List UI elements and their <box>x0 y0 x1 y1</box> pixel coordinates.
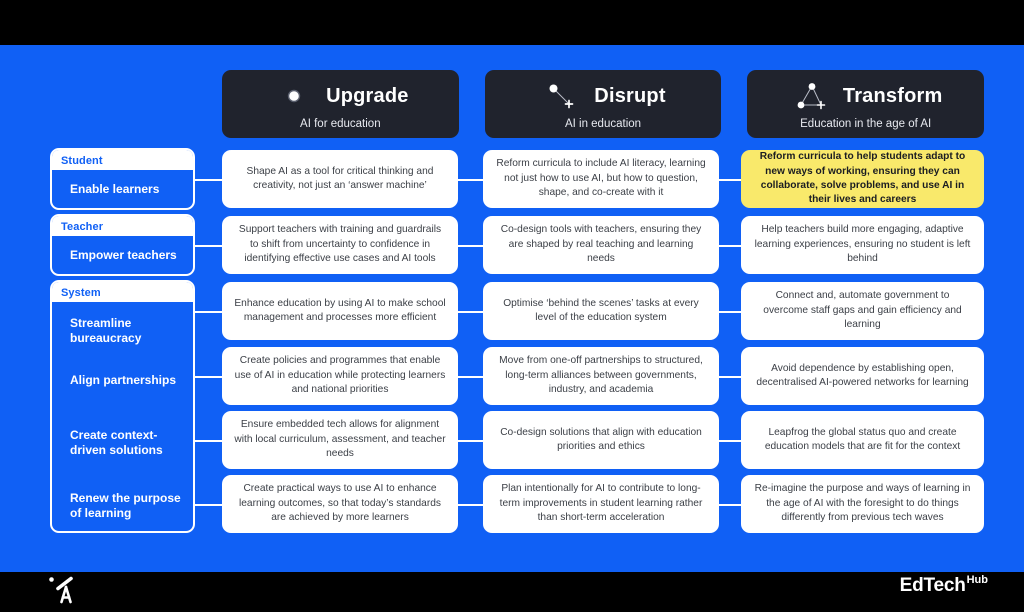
matrix-cell[interactable]: Connect and, automate government to over… <box>741 282 984 340</box>
header-transform-subtitle: Education in the age of AI <box>800 118 932 130</box>
matrix-cell[interactable]: Help teachers build more engaging, adapt… <box>741 216 984 274</box>
matrix-cell[interactable]: Optimise ‘behind the scenes’ tasks at ev… <box>483 282 719 340</box>
screenshot-root: Upgrade AI for education <box>0 45 1024 604</box>
header-upgrade-title: Upgrade <box>326 85 409 107</box>
matrix-cell-text: Plan intentionally for AI to contribute … <box>499 483 703 524</box>
connector-line <box>458 245 483 247</box>
matrix-cell-text: Create policies and programmes that enab… <box>234 355 446 396</box>
matrix-cell-text: Co-design tools with teachers, ensuring … <box>500 224 702 265</box>
matrix-cell-highlighted[interactable]: Reform curricula to help students adapt … <box>741 150 984 208</box>
matrix-cell-text: Support teachers with training and guard… <box>238 224 442 265</box>
matrix-cell[interactable]: Reform curricula to include AI literacy,… <box>483 150 719 208</box>
matrix-cell-text: Re-imagine the purpose and ways of learn… <box>754 483 971 524</box>
matrix-cell[interactable]: Support teachers with training and guard… <box>222 216 458 274</box>
matrix-cell[interactable]: Plan intentionally for AI to contribute … <box>483 475 719 533</box>
connector-line <box>719 440 741 442</box>
row-label-streamline-bureaucracy: Streamline bureaucracy <box>70 316 142 345</box>
row-label-group-student[interactable]: Student Enable learners <box>50 148 195 210</box>
connector-line <box>195 311 222 313</box>
connector-line <box>458 440 483 442</box>
connector-line <box>458 311 483 313</box>
matrix-cell[interactable]: Shape AI as a tool for critical thinking… <box>222 150 458 208</box>
row-label-renew-the-purpose-of-learning: Renew the purpose of learning <box>70 491 181 520</box>
matrix-cell[interactable]: Create policies and programmes that enab… <box>222 347 458 405</box>
connector-line <box>195 440 222 442</box>
column-header-upgrade[interactable]: Upgrade AI for education <box>222 70 459 138</box>
column-header-transform[interactable]: Transform Education in the age of AI <box>747 70 985 138</box>
single-dot-icon <box>272 81 316 111</box>
matrix-cell-text: Co-design solutions that align with educ… <box>500 426 702 452</box>
row-label-group-teacher[interactable]: Teacher Empower teachers <box>50 214 195 276</box>
matrix-cell-text: Move from one-off partnerships to struct… <box>499 355 703 396</box>
matrix-cell[interactable]: Leapfrog the global status quo and creat… <box>741 411 984 469</box>
matrix-cell[interactable]: Co-design tools with teachers, ensuring … <box>483 216 719 274</box>
matrix-cell-text: Ensure embedded tech allows for alignmen… <box>234 419 446 460</box>
connector-line <box>195 504 222 506</box>
column-header-disrupt[interactable]: Disrupt AI in education <box>484 70 722 138</box>
matrix-column-upgrade: Shape AI as a tool for critical thinking… <box>222 148 458 533</box>
column-header-row: Upgrade AI for education <box>222 70 985 138</box>
matrix-cell[interactable]: Create practical ways to use AI to enhan… <box>222 475 458 533</box>
group-teacher-category: Teacher <box>61 221 106 233</box>
connector-line <box>719 245 741 247</box>
matrix-column-transform: Reform curricula to help students adapt … <box>741 148 984 533</box>
header-disrupt-top: Disrupt <box>540 81 666 111</box>
matrix-cell-text: Avoid dependence by establishing open, d… <box>756 362 969 388</box>
edtech-hub-logo: EdTech Hub <box>899 574 988 596</box>
group-student-category: Student <box>61 155 105 167</box>
connector-line <box>719 376 741 378</box>
matrix-body: Student Enable learners Teacher Empower … <box>50 148 984 533</box>
matrix-cell-text: Enhance education by using AI to make sc… <box>234 297 446 323</box>
matrix-cell-text: Create practical ways to use AI to enhan… <box>239 483 441 524</box>
row-label-enable-learners: Enable learners <box>70 182 160 196</box>
connector-line <box>458 376 483 378</box>
matrix-cell-text: Help teachers build more engaging, adapt… <box>754 224 971 265</box>
matrix-cell[interactable]: Enhance education by using AI to make sc… <box>222 282 458 340</box>
matrix-cell-text: Reform curricula to include AI literacy,… <box>496 158 706 199</box>
matrix-cell[interactable]: Re-imagine the purpose and ways of learn… <box>741 475 984 533</box>
header-upgrade-subtitle: AI for education <box>300 118 381 130</box>
logo-wordmark: EdTech <box>899 575 966 596</box>
two-point-line-icon <box>540 81 584 111</box>
connector-line <box>195 376 222 378</box>
header-upgrade-top: Upgrade <box>272 81 409 111</box>
connector-line <box>458 504 483 506</box>
matrix-cell[interactable]: Avoid dependence by establishing open, d… <box>741 347 984 405</box>
row-label-create-context-driven-solutions: Create context-driven solutions <box>70 428 163 457</box>
matrix-cell-text: Leapfrog the global status quo and creat… <box>764 426 961 452</box>
connector-line <box>719 311 741 313</box>
row-label-column: Student Enable learners Teacher Empower … <box>50 148 195 533</box>
triangle-constellation-icon <box>789 81 833 111</box>
logo-superscript: Hub <box>966 574 988 586</box>
matrix-cell[interactable]: Ensure embedded tech allows for alignmen… <box>222 411 458 469</box>
group-system-category: System <box>61 287 103 299</box>
connector-line <box>719 179 741 181</box>
row-label-group-system[interactable]: System Streamline bureaucracy Align part… <box>50 280 195 533</box>
header-disrupt-subtitle: AI in education <box>564 118 642 130</box>
connector-line <box>195 245 222 247</box>
matrix-cell[interactable]: Move from one-off partnerships to struct… <box>483 347 719 405</box>
connector-line <box>195 179 222 181</box>
telescope-icon <box>44 573 84 607</box>
slide-canvas: Upgrade AI for education <box>0 45 1024 604</box>
header-disrupt-title: Disrupt <box>594 85 666 107</box>
matrix-cell[interactable]: Co-design solutions that align with educ… <box>483 411 719 469</box>
header-transform-top: Transform <box>789 81 943 111</box>
header-transform-title: Transform <box>842 85 943 107</box>
row-label-empower-teachers: Empower teachers <box>70 248 177 262</box>
connector-line <box>458 179 483 181</box>
row-label-align-partnerships: Align partnerships <box>70 373 177 387</box>
matrix-cell-text: Optimise ‘behind the scenes’ tasks at ev… <box>503 297 699 323</box>
matrix-column-disrupt: Reform curricula to include AI literacy,… <box>483 148 719 533</box>
matrix-cell-text: Connect and, automate government to over… <box>763 290 962 331</box>
matrix-cell-text: Shape AI as a tool for critical thinking… <box>246 165 434 191</box>
connector-line <box>719 504 741 506</box>
matrix-cell-text: Reform curricula to help students adapt … <box>759 151 966 206</box>
